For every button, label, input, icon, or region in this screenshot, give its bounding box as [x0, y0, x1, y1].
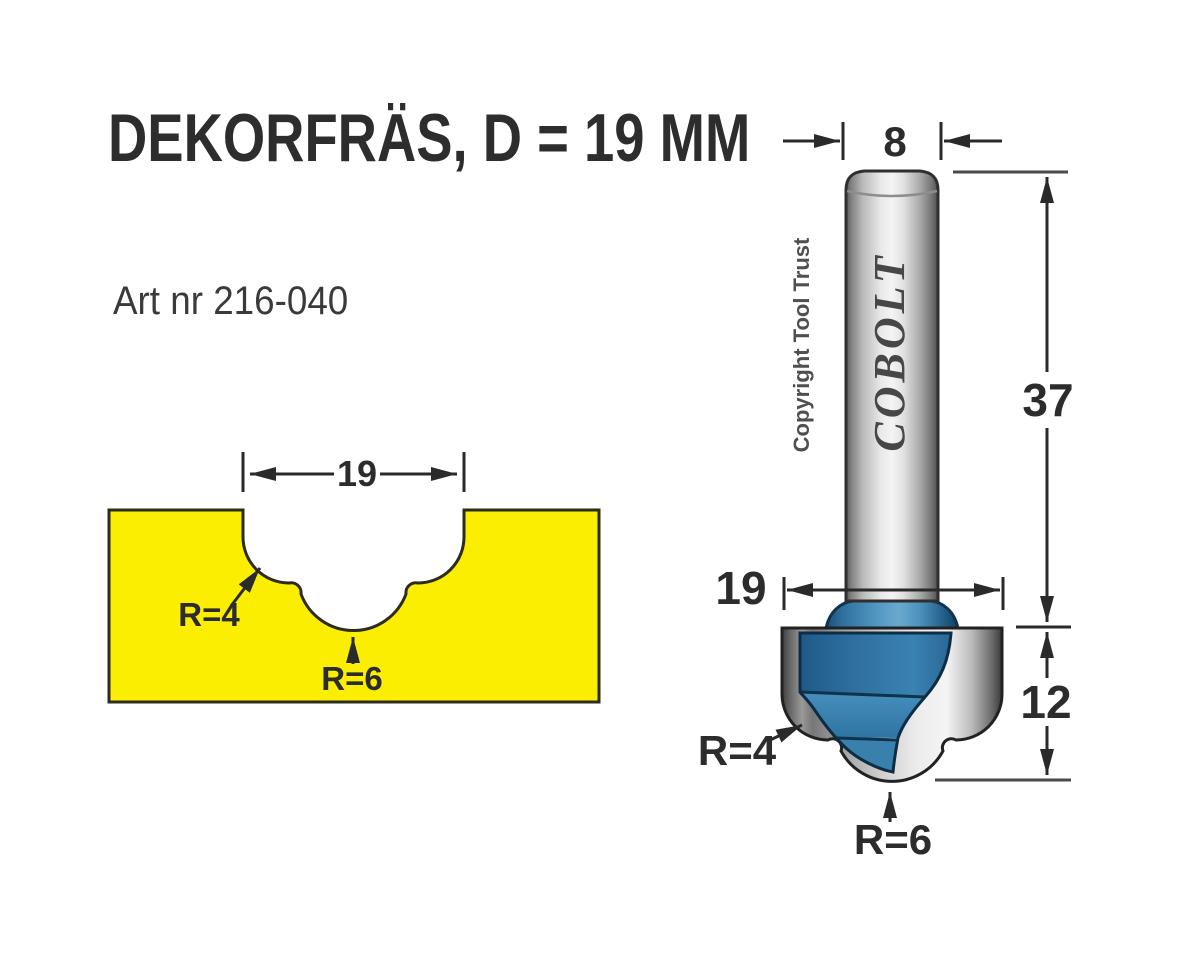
bit-radius6-callout: R=6: [854, 792, 932, 863]
callout-arrow: [767, 723, 803, 743]
cutter-height-label: 12: [1020, 676, 1071, 728]
router-bit-drawing: Copyright Tool Trust COBOLT 8 37 19: [698, 118, 1074, 863]
cutter-shoulder: [824, 599, 960, 631]
shank-cap-seam: [846, 189, 938, 198]
bit-radius4-label: R=4: [698, 727, 777, 774]
profile-cross-section: 19 R=4 R=6: [107, 452, 601, 704]
brand-text: COBOLT: [865, 252, 914, 451]
profile-radius6-callout: R=6: [321, 637, 383, 697]
shank-diameter-dimension: 8: [783, 118, 1002, 165]
profile-width-label: 19: [337, 453, 377, 494]
flute-upper-face: [800, 633, 951, 697]
flute-seam-line: [799, 690, 926, 699]
cutter-diameter-label: 19: [715, 562, 766, 614]
profile-material-shape: [107, 508, 601, 704]
profile-radius6-label: R=6: [321, 660, 382, 697]
page-title: DEKORFRÄS, D = 19 MM: [108, 100, 751, 176]
flute-seam-line: [836, 736, 899, 742]
profile-radius4-callout: R=4: [178, 567, 262, 633]
bit-radius6-label: R=6: [854, 816, 932, 863]
callout-arrow: [229, 567, 262, 607]
bit-shank: [844, 169, 940, 603]
cutter-flute: [798, 631, 953, 774]
shank-length-label: 37: [1022, 374, 1073, 426]
shank-length-dimension: 37: [953, 170, 1074, 629]
flute-outline: [798, 631, 953, 774]
copyright-text: Copyright Tool Trust: [789, 237, 814, 452]
flute-middle-face: [800, 691, 925, 738]
bit-radius4-callout: R=4: [698, 723, 803, 774]
cutter-diameter-dimension: 19: [715, 562, 1005, 614]
profile-width-dimension: 19: [241, 452, 466, 494]
profile-radius4-label: R=4: [178, 596, 240, 633]
flute-lower-face: [838, 739, 898, 772]
article-number: Art nr 216-040: [113, 279, 349, 323]
shank-diameter-label: 8: [883, 118, 906, 165]
cutter-height-dimension: 12: [935, 632, 1072, 782]
